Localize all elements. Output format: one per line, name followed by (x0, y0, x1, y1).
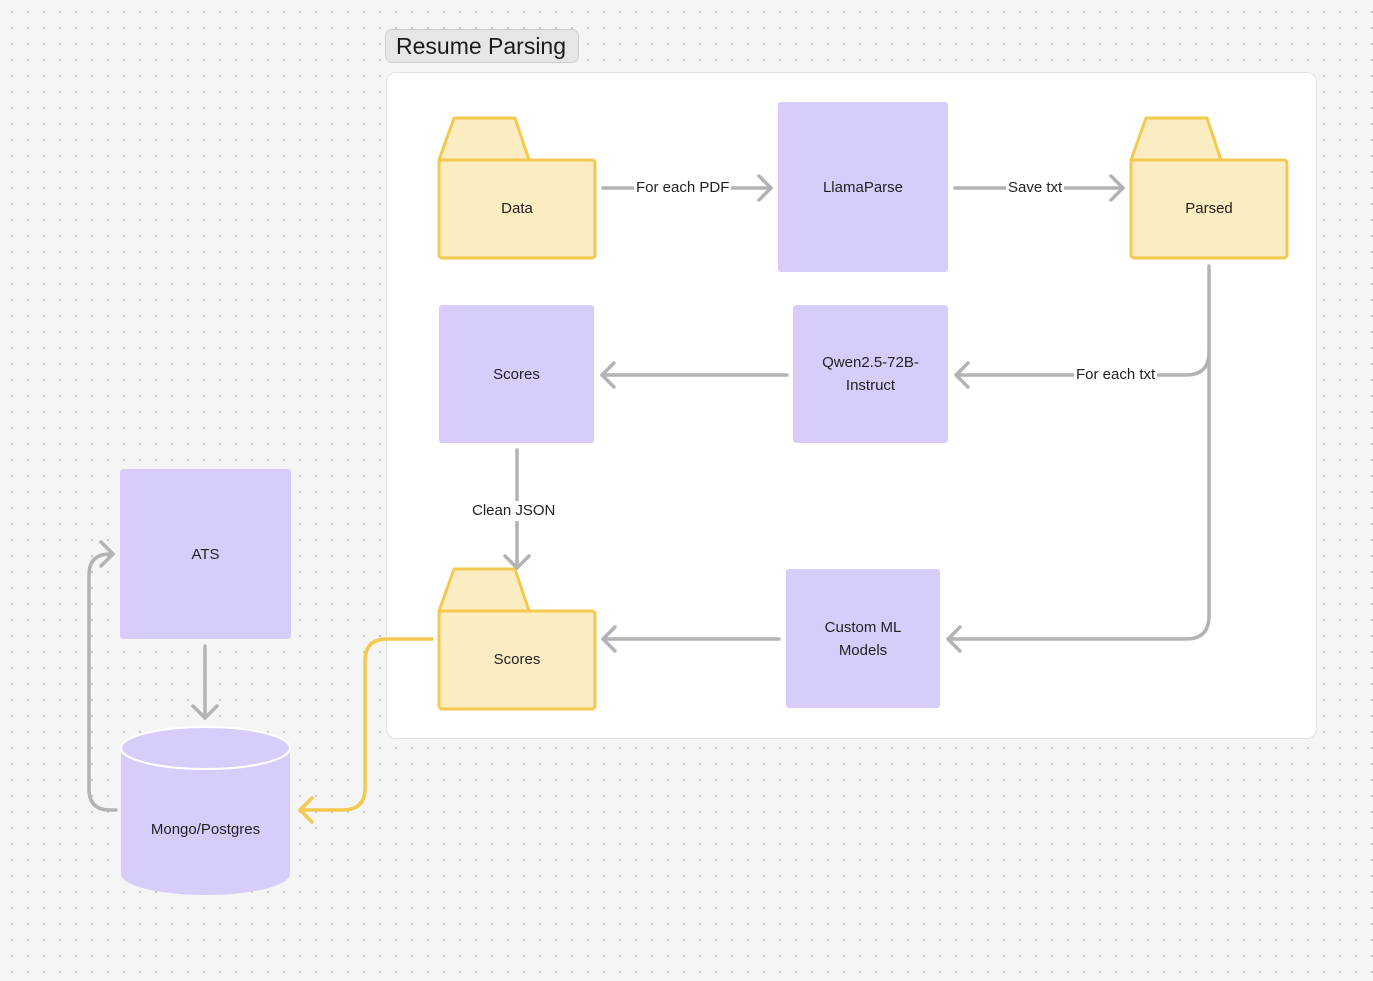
data-folder-shape[interactable] (437, 116, 597, 260)
llamaparse-node[interactable]: LlamaParse (778, 102, 948, 272)
parsed-folder-label: Parsed (1185, 200, 1233, 217)
arrow-qwen-to-scores[interactable] (600, 361, 789, 389)
database-label: Mongo/Postgres (150, 821, 261, 838)
arrow-scores-to-database[interactable] (298, 637, 434, 824)
arrow-custom-ml-to-scores[interactable] (601, 625, 781, 653)
data-folder-label: Data (501, 200, 533, 217)
custom-ml-models-node[interactable]: Custom ML Models (786, 569, 940, 708)
edge-label-for-each-txt: For each txt (1074, 365, 1158, 385)
qwen-model-node[interactable]: Qwen2.5-72B- Instruct (793, 305, 948, 443)
database-cylinder[interactable] (120, 726, 291, 895)
edge-label-save-txt: Save txt (1006, 178, 1065, 198)
scores-node[interactable]: Scores (439, 305, 594, 443)
arrow-ats-to-database[interactable] (191, 644, 219, 720)
parsed-folder-shape[interactable] (1129, 116, 1289, 260)
edge-label-clean-json: Clean JSON (470, 501, 558, 521)
section-title[interactable]: Resume Parsing (385, 29, 579, 63)
scores-folder-shape[interactable] (437, 567, 597, 711)
scores-folder-label: Scores (493, 651, 541, 668)
arrow-parsed-to-custom-ml[interactable] (946, 350, 1211, 653)
ats-node[interactable]: ATS (120, 469, 291, 639)
edge-label-for-each-pdf: For each PDF (634, 178, 732, 198)
arrow-database-to-ats[interactable] (87, 540, 118, 812)
